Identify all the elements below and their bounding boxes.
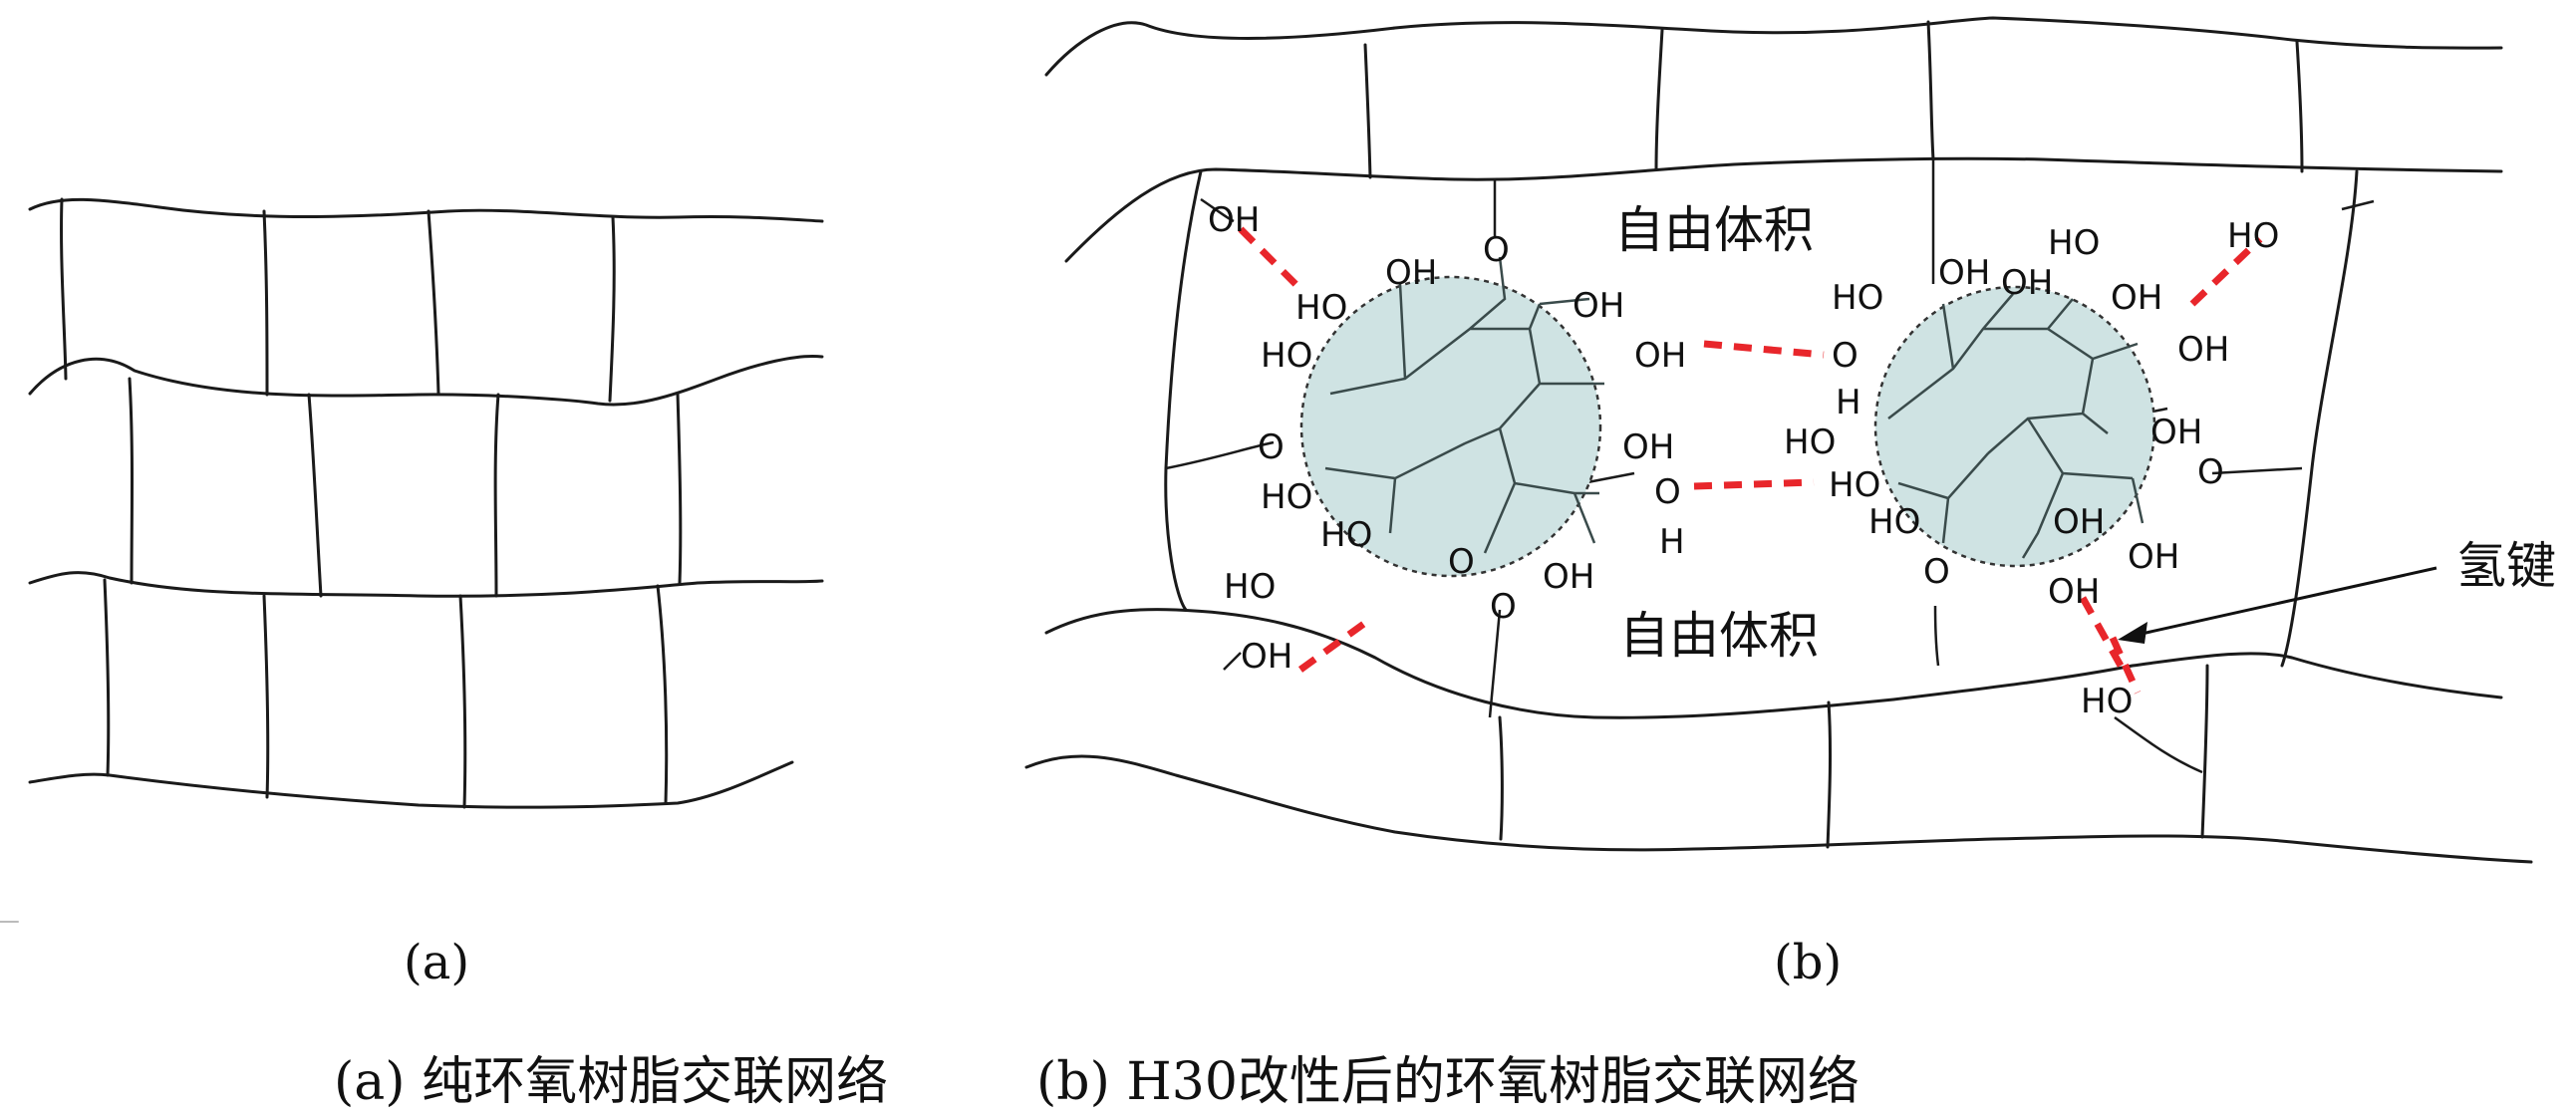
hydrogen-bond-label: 氢键 <box>2456 537 2556 595</box>
caption-a: (a) 纯环氧树脂交联网络 <box>334 1052 888 1112</box>
h-bond-5 <box>2189 236 2263 307</box>
h-bond-6 <box>2079 596 2125 668</box>
group-label: OH <box>1208 200 1260 240</box>
group-label: OH <box>2111 278 2162 318</box>
group-label: OH <box>2177 330 2229 370</box>
group-label: HO <box>1832 278 1883 318</box>
group-label: HO <box>1224 567 1276 607</box>
particle-right <box>1873 285 2156 568</box>
group-label: O <box>1923 552 1950 592</box>
hydrogen-bond-arrow <box>2118 566 2437 644</box>
group-label: HO <box>1295 288 1347 328</box>
group-label: OH <box>1543 557 1594 597</box>
group-label: OH <box>1622 427 1674 467</box>
group-label: OH <box>2053 502 2105 542</box>
group-label: OH <box>1385 253 1437 293</box>
group-label: OH <box>2048 572 2100 612</box>
group-label: HO <box>2081 682 2133 721</box>
h-bond-1 <box>1238 226 1303 292</box>
group-label: O <box>1832 336 1859 376</box>
group-label: OH <box>1241 637 1292 677</box>
group-label: OH <box>2128 537 2179 577</box>
group-label: HO <box>1261 477 1312 517</box>
group-label: OH <box>1938 253 1990 293</box>
panel-a-label: (a) <box>404 935 469 990</box>
group-label: O <box>1258 427 1285 467</box>
group-label: O <box>1448 542 1475 582</box>
group-label: H <box>1836 383 1861 422</box>
group-label: O <box>2197 452 2224 492</box>
group-label: HO <box>1829 465 1880 505</box>
caption-b: (b) H30改性后的环氧树脂交联网络 <box>1036 1052 1860 1112</box>
hydrogen-bonds <box>1238 226 2263 695</box>
group-label: HO <box>1320 515 1372 555</box>
group-label: O <box>1483 230 1510 270</box>
group-label: OH <box>1573 286 1624 326</box>
group-label: O <box>1654 472 1681 512</box>
group-label: OH <box>2150 413 2202 452</box>
free-volume-label-bottom: 自由体积 <box>1619 607 1819 665</box>
particle-left <box>1299 256 1604 578</box>
group-label: OH <box>2001 263 2053 303</box>
h-bond-3 <box>1693 478 1815 490</box>
group-label: O <box>1490 587 1517 627</box>
panel-b-label: (b) <box>1774 935 1842 990</box>
free-volume-label-top: 自由体积 <box>1614 201 1814 259</box>
group-label: OH <box>1634 336 1686 376</box>
h-bond-4 <box>1297 620 1368 673</box>
h-bond-2 <box>1703 340 1825 359</box>
group-label: HO <box>1784 422 1836 462</box>
panel-b-network <box>1024 16 2533 864</box>
group-label: HO <box>1868 502 1920 542</box>
chemical-groups: OH OH HO O OH HO OH O OH HO O HO H HO O … <box>1208 200 2279 721</box>
group-label: H <box>1659 522 1685 562</box>
panel-a-network <box>0 197 824 923</box>
group-label: HO <box>2048 223 2100 263</box>
group-label: HO <box>2227 216 2279 256</box>
group-label: HO <box>1261 336 1312 376</box>
h-bond-7 <box>2109 636 2142 695</box>
